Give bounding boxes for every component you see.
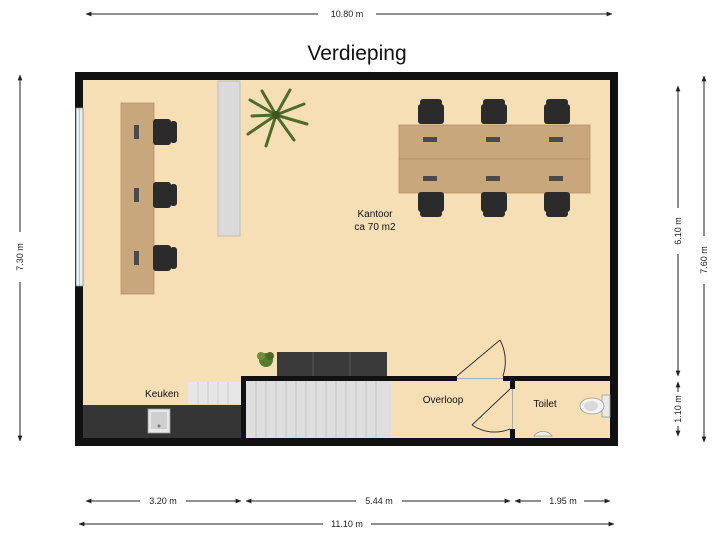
office-chair-icon xyxy=(481,99,507,124)
monitor-icon xyxy=(486,176,500,181)
office-chair-icon xyxy=(153,245,177,271)
office-chair-icon xyxy=(544,192,570,217)
interior-wall-stair-left xyxy=(241,376,246,442)
desk-row-left xyxy=(120,102,177,295)
room-label-overloop: Overloop xyxy=(423,395,464,406)
sofa xyxy=(277,352,387,376)
staircase xyxy=(188,381,391,437)
dimension-bottom-1-label: 3.20 m xyxy=(149,496,177,506)
monitor-icon xyxy=(549,176,563,181)
office-chair-icon xyxy=(418,99,444,124)
monitor-icon xyxy=(134,251,139,265)
room-label-kantoor-area: ca 70 m2 xyxy=(354,222,396,233)
office-chair-icon xyxy=(481,192,507,217)
dimension-bottom-3-label: 1.95 m xyxy=(549,496,577,506)
dimension-left: 7.30 m xyxy=(15,74,25,442)
door-toilet-icon xyxy=(471,388,511,433)
monitor-icon xyxy=(423,137,437,142)
dimension-right-inner: 6.10 m xyxy=(673,85,683,377)
dimension-bottom-2: 5.44 m xyxy=(245,496,511,506)
office-chair-icon xyxy=(418,192,444,217)
monitor-icon xyxy=(549,137,563,142)
dimension-right-lower: 1.10 m xyxy=(673,381,683,437)
dimension-right-outer-label: 7.60 m xyxy=(699,246,709,274)
cabinet xyxy=(217,80,241,237)
palm-plant-icon xyxy=(246,88,309,148)
room-label-keuken: Keuken xyxy=(145,389,179,400)
small-plant-icon xyxy=(257,352,274,367)
dimension-right-outer: 7.60 m xyxy=(699,75,709,443)
desk-block-right xyxy=(398,99,591,217)
dimension-top-label: 10.80 m xyxy=(331,9,364,19)
dimension-right-lower-label: 1.10 m xyxy=(673,395,683,423)
dimension-right-inner-label: 6.10 m xyxy=(673,217,683,245)
office-chair-icon xyxy=(544,99,570,124)
room-label-toilet: Toilet xyxy=(533,399,557,410)
monitor-icon xyxy=(486,137,500,142)
interior-wall-lower xyxy=(241,376,614,381)
door-overloop-icon xyxy=(456,339,506,377)
dimension-bottom-3: 1.95 m xyxy=(514,496,611,506)
office-chair-icon xyxy=(153,119,177,145)
dimension-bottom-total-label: 11.10 m xyxy=(331,519,363,529)
room-label-kantoor: Kantoor xyxy=(357,209,393,220)
monitor-icon xyxy=(423,176,437,181)
washbasin-icon xyxy=(533,431,553,437)
dimension-top: 10.80 m xyxy=(85,9,613,19)
monitor-icon xyxy=(134,125,139,139)
dimension-bottom-1: 3.20 m xyxy=(85,496,242,506)
kitchen-counter xyxy=(83,405,241,438)
dimension-bottom-total: 11.10 m xyxy=(78,519,615,529)
office-chair-icon xyxy=(153,182,177,208)
monitor-icon xyxy=(134,188,139,202)
dimension-bottom-2-label: 5.44 m xyxy=(365,496,393,506)
dimension-left-label: 7.30 m xyxy=(15,243,25,271)
toilet-icon xyxy=(579,394,611,418)
plan-title: Verdieping xyxy=(307,42,406,65)
